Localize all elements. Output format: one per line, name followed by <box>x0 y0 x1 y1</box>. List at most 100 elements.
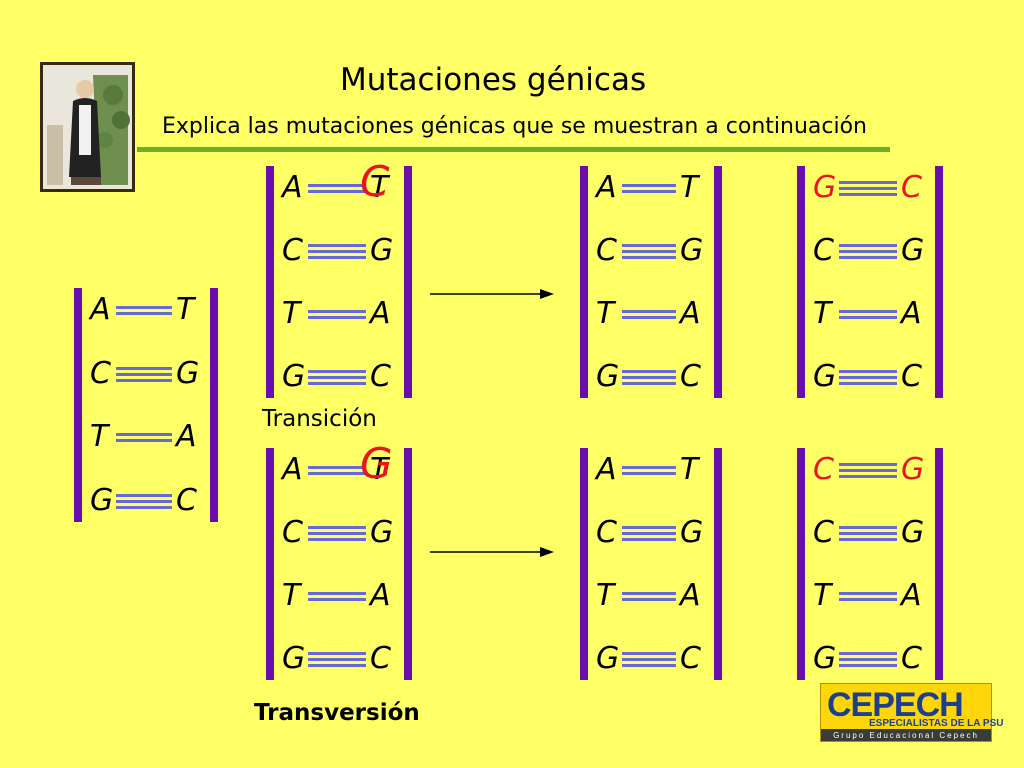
triple-hydrogen-bond <box>308 513 366 553</box>
arrow-transversion <box>430 547 554 557</box>
hydrogen-bond-line <box>622 652 676 656</box>
dna-strand-left <box>266 448 274 680</box>
double-hydrogen-bond <box>622 168 676 208</box>
hydrogen-bond-line <box>308 382 366 386</box>
base-right: C <box>680 641 701 677</box>
base-right: G <box>680 515 704 551</box>
hydrogen-bond-line <box>839 526 897 530</box>
dna-strand-right <box>404 166 412 398</box>
hydrogen-bond-line <box>622 598 676 602</box>
hydrogen-bond-line <box>839 592 897 596</box>
base-right: G <box>370 233 394 269</box>
hydrogen-bond-line <box>308 538 366 542</box>
triple-hydrogen-bond <box>839 231 897 271</box>
base-right: G <box>680 233 704 269</box>
base-left: A <box>596 170 617 205</box>
double-hydrogen-bond <box>308 576 366 616</box>
dna-strand-left <box>266 166 274 398</box>
dna-strand-right <box>935 448 943 680</box>
hydrogen-bond-line <box>116 433 172 437</box>
hydrogen-bond-line <box>839 193 897 196</box>
base-left: C <box>282 515 303 551</box>
hydrogen-bond-line <box>839 187 897 190</box>
mutated-base-overlay: C <box>360 157 390 206</box>
hydrogen-bond-line <box>116 372 172 376</box>
hydrogen-bond-line <box>116 506 172 510</box>
hydrogen-bond-line <box>308 664 366 668</box>
title-underline <box>137 147 890 152</box>
hydrogen-bond-line <box>622 658 676 662</box>
base-right: G <box>901 515 925 551</box>
base-left: T <box>813 578 832 614</box>
arrow-transicion <box>430 289 554 299</box>
base-left: T <box>282 578 301 614</box>
hydrogen-bond-line <box>308 190 366 193</box>
dna-strand-right <box>714 448 722 680</box>
dna-strand-left <box>580 166 588 398</box>
base-right: C <box>901 641 922 677</box>
hydrogen-bond-line <box>308 466 366 469</box>
base-left: T <box>282 296 301 332</box>
double-hydrogen-bond <box>839 294 897 334</box>
hydrogen-bond-line <box>622 532 676 536</box>
hydrogen-bond-line <box>308 250 366 254</box>
base-left: G <box>282 641 306 677</box>
triple-hydrogen-bond <box>839 513 897 553</box>
triple-hydrogen-bond <box>116 481 172 521</box>
base-right: C <box>370 641 391 677</box>
hydrogen-bond-line <box>622 190 676 193</box>
hydrogen-bond-line <box>839 382 897 386</box>
page-title: Mutaciones génicas <box>340 62 647 98</box>
base-right: A <box>370 578 391 614</box>
hydrogen-bond-line <box>116 500 172 504</box>
triple-hydrogen-bond <box>622 513 676 553</box>
hydrogen-bond-line <box>622 466 676 469</box>
base-left: G <box>813 170 837 205</box>
base-right: T <box>370 452 389 487</box>
hydrogen-bond-line <box>839 244 897 248</box>
base-right: G <box>901 233 925 269</box>
hydrogen-bond-line <box>839 475 897 478</box>
triple-hydrogen-bond <box>622 639 676 679</box>
hydrogen-bond-line <box>622 184 676 187</box>
hydrogen-bond-line <box>622 316 676 320</box>
double-hydrogen-bond <box>308 450 366 490</box>
base-left: G <box>813 641 837 677</box>
base-left: C <box>90 355 111 391</box>
base-right: G <box>176 355 200 391</box>
hydrogen-bond-line <box>308 370 366 374</box>
hydrogen-bond-line <box>308 598 366 602</box>
hydrogen-bond-line <box>622 538 676 542</box>
hydrogen-bond-line <box>308 244 366 248</box>
triple-hydrogen-bond <box>839 639 897 679</box>
base-left: T <box>90 419 109 455</box>
double-hydrogen-bond <box>839 576 897 616</box>
hydrogen-bond-line <box>116 378 172 382</box>
base-left: T <box>596 578 615 614</box>
hydrogen-bond-line <box>622 250 676 254</box>
base-left: A <box>282 452 303 487</box>
hydrogen-bond-line <box>308 592 366 596</box>
triple-hydrogen-bond <box>839 450 897 490</box>
double-hydrogen-bond <box>308 294 366 334</box>
base-left: T <box>813 296 832 332</box>
hydrogen-bond-line <box>308 310 366 314</box>
